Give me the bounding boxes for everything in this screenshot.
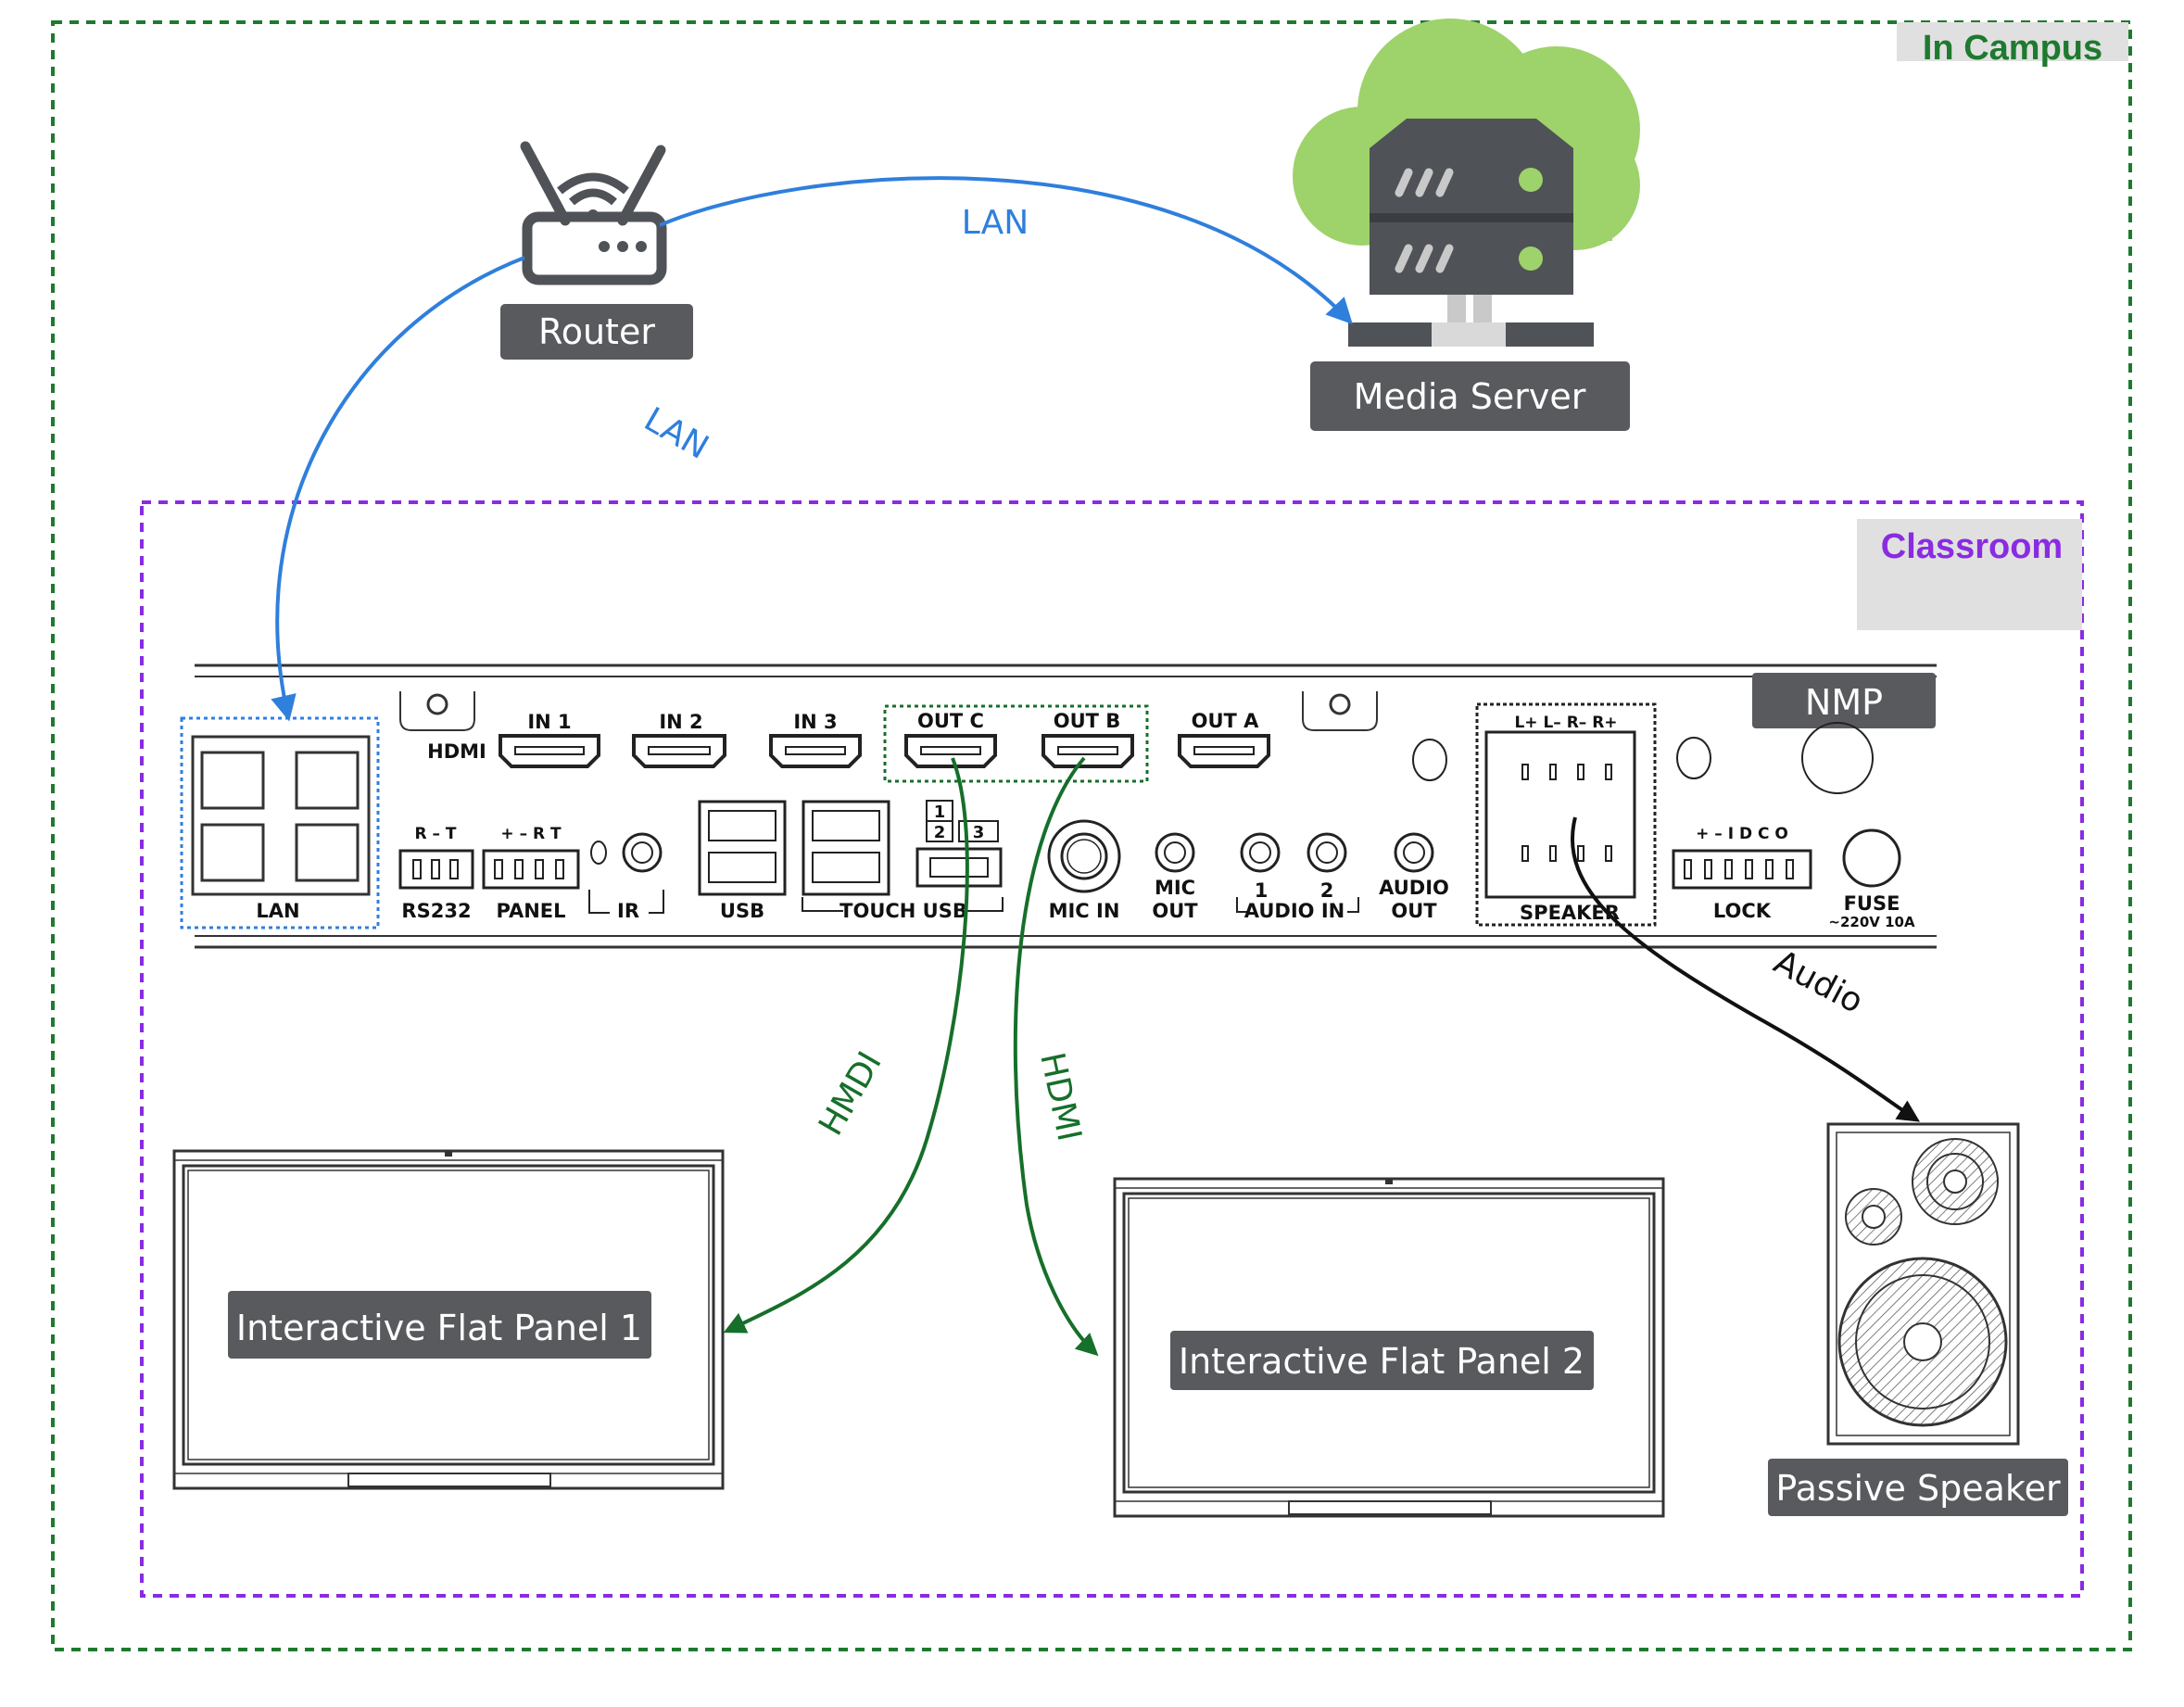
lock-pin-label: + – I D C O bbox=[1696, 825, 1788, 843]
hdmi-out-c-port[interactable]: OUT C bbox=[904, 710, 997, 768]
audio-out-port[interactable]: AUDIO OUT bbox=[1379, 832, 1449, 922]
connection-audio-speaker: Audio bbox=[1570, 816, 1921, 1122]
nmp-label: NMP bbox=[1805, 682, 1883, 723]
mic-out-port[interactable]: MIC OUT bbox=[1152, 832, 1198, 922]
mic-out-label-2: OUT bbox=[1152, 900, 1198, 922]
fuse-holder: FUSE ~220V 10A bbox=[1828, 828, 1915, 930]
ir-label: IR bbox=[617, 900, 639, 922]
touch-usb-1-label: 1 bbox=[934, 803, 946, 822]
panel-pin-label: + – R T bbox=[500, 825, 562, 843]
usb-label: USB bbox=[720, 900, 764, 922]
rs232-pin-label: R – T bbox=[414, 825, 456, 843]
audio-out-label-1: AUDIO bbox=[1379, 877, 1449, 899]
router-icon bbox=[520, 141, 667, 285]
media-server-label: Media Server bbox=[1354, 376, 1586, 417]
touch-usb-2-label: 2 bbox=[934, 823, 946, 842]
rs232-label: RS232 bbox=[401, 900, 471, 922]
speaker-port[interactable]: L+ L– R– R+ SPEAKER bbox=[1475, 702, 1657, 927]
audio-out-label-2: OUT bbox=[1391, 900, 1437, 922]
hdmi-out-b-label: OUT B bbox=[1054, 710, 1121, 732]
panel-label: PANEL bbox=[496, 900, 565, 922]
panel-port[interactable]: + – R T PANEL bbox=[482, 825, 580, 922]
hdmi-out-a-port[interactable]: OUT A bbox=[1178, 710, 1270, 768]
classroom-zone: Classroom bbox=[140, 500, 2084, 1598]
hdmi-output-group bbox=[883, 704, 1149, 783]
hdmi-label: HDMI bbox=[1032, 1049, 1088, 1144]
fuse-rating-label: ~220V 10A bbox=[1828, 914, 1915, 930]
flat-panel-2[interactable]: Interactive Flat Panel 2 bbox=[1113, 1177, 1665, 1518]
lan-left-label: LAN bbox=[638, 400, 714, 467]
hdmi-out-b-port[interactable]: OUT B bbox=[1042, 710, 1134, 768]
hmdi-label: HMDI bbox=[812, 1045, 890, 1142]
fuse-label: FUSE bbox=[1844, 892, 1900, 915]
audio-in-port[interactable]: 1 2 AUDIO IN bbox=[1236, 832, 1359, 922]
audio-in-label: AUDIO IN bbox=[1244, 900, 1344, 922]
hdmi-out-c-label: OUT C bbox=[917, 710, 984, 732]
lan-top-label: LAN bbox=[962, 204, 1029, 242]
audio-in-2-label: 2 bbox=[1320, 879, 1334, 902]
router-node[interactable]: Router bbox=[500, 141, 693, 360]
hdmi-in-3-label: IN 3 bbox=[793, 711, 837, 733]
flat-panel-2-label: Interactive Flat Panel 2 bbox=[1179, 1341, 1584, 1382]
router-label: Router bbox=[538, 311, 655, 352]
connection-lan-router-server: LAN bbox=[659, 176, 1353, 325]
connection-hdmi-outc-panel1: HMDI bbox=[723, 757, 969, 1334]
connection-hdmi-outb-panel2: HDMI bbox=[1013, 756, 1099, 1357]
hdmi-in-1-label: IN 1 bbox=[527, 711, 571, 733]
hdmi-in-1-port[interactable]: IN 1 bbox=[499, 711, 600, 768]
media-server-node[interactable]: Media Server bbox=[1293, 19, 1640, 431]
usb-port[interactable]: USB bbox=[698, 800, 787, 922]
speaker-port-label: SPEAKER bbox=[1520, 902, 1620, 924]
audio-in-1-label: 1 bbox=[1255, 879, 1269, 902]
hdmi-out-a-label: OUT A bbox=[1192, 710, 1260, 732]
campus-zone-label: In Campus bbox=[1923, 29, 2102, 68]
hdmi-group-label: HDMI bbox=[427, 740, 486, 763]
ir-port[interactable]: IR bbox=[588, 832, 664, 922]
classroom-zone-label: Classroom bbox=[1881, 527, 2063, 566]
lock-port[interactable]: + – I D C O LOCK bbox=[1672, 825, 1812, 922]
lan-port-label: LAN bbox=[256, 900, 299, 922]
server-icon bbox=[1348, 119, 1594, 347]
flat-panel-1-label: Interactive Flat Panel 1 bbox=[236, 1308, 642, 1348]
mic-out-label-1: MIC bbox=[1155, 877, 1195, 899]
lock-label: LOCK bbox=[1713, 900, 1772, 922]
hdmi-in-2-label: IN 2 bbox=[659, 711, 702, 733]
rs232-port[interactable]: R – T RS232 bbox=[398, 825, 474, 922]
lan-port[interactable]: LAN bbox=[180, 716, 380, 929]
speaker-pin-label: L+ L– R– R+ bbox=[1514, 714, 1617, 732]
passive-speaker[interactable]: Passive Speaker bbox=[1768, 1122, 2068, 1516]
touch-usb-label: TOUCH USB bbox=[840, 900, 967, 922]
flat-panel-1[interactable]: Interactive Flat Panel 1 bbox=[172, 1149, 725, 1490]
hdmi-in-2-port[interactable]: IN 2 bbox=[632, 711, 726, 768]
touch-usb-3-label: 3 bbox=[973, 823, 985, 842]
mic-in-port[interactable]: MIC IN bbox=[1047, 819, 1121, 922]
nmp-device[interactable]: NMP LAN HDMI IN 1 IN 2 IN 3 bbox=[180, 664, 1937, 949]
hdmi-in-3-port[interactable]: IN 3 bbox=[769, 711, 862, 768]
audio-label: Audio bbox=[1768, 943, 1870, 1021]
mic-in-label: MIC IN bbox=[1049, 900, 1120, 922]
touch-usb-port[interactable]: 1 2 3 TOUCH USB bbox=[802, 800, 1004, 922]
passive-speaker-label: Passive Speaker bbox=[1775, 1468, 2061, 1509]
campus-zone: In Campus bbox=[51, 20, 2132, 1651]
